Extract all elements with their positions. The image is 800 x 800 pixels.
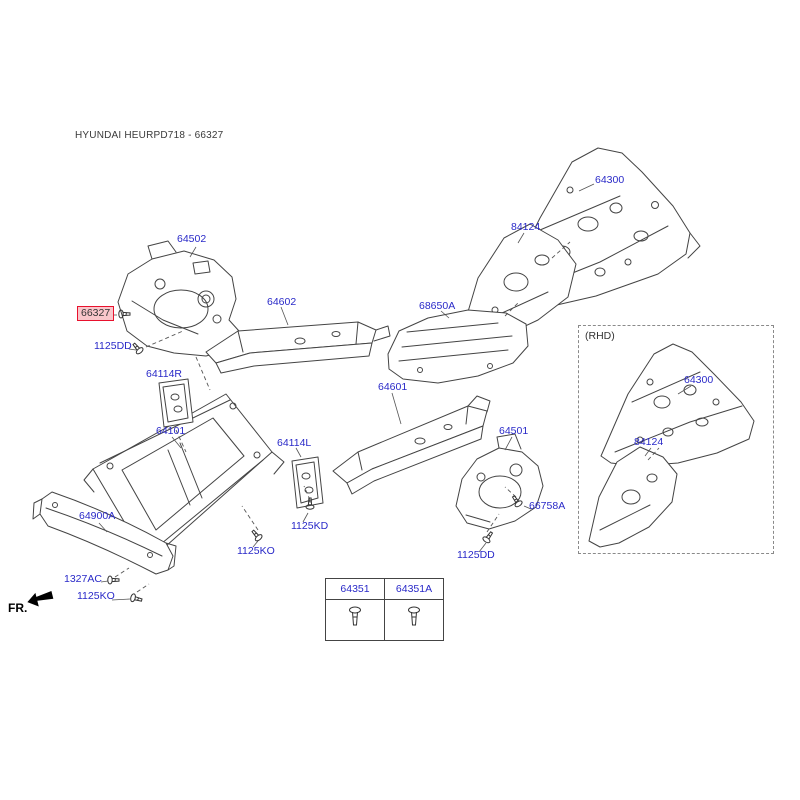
bolt-icon (130, 340, 145, 356)
part-label-64300-rhd[interactable]: 64300 (684, 374, 714, 386)
part-drawing-64300-rhd (600, 343, 755, 467)
part-drawing-64114L (291, 456, 324, 509)
part-label-84124-rhd[interactable]: 84124 (634, 436, 664, 448)
part-drawing-64501 (455, 433, 544, 530)
fastener-cell-64351 (325, 599, 385, 641)
part-drawing-84124-rhd (588, 446, 678, 548)
part-drawing-64602 (205, 321, 391, 374)
bolt-icon (249, 527, 264, 543)
part-label-1125KD[interactable]: 1125KD (291, 520, 329, 532)
label-leader-lines (98, 183, 692, 601)
fastener-table: 64351 64351A (325, 578, 444, 641)
part-label-84124[interactable]: 84124 (511, 221, 541, 233)
part-label-64900A[interactable]: 64900A (79, 510, 116, 522)
fr-label: FR. (8, 601, 28, 615)
fr-direction-indicator: FR. (8, 589, 68, 617)
part-drawing-64601 (332, 395, 491, 495)
bolt-icon (107, 575, 120, 585)
part-drawing-64502 (117, 240, 240, 357)
part-label-64101[interactable]: 64101 (156, 425, 186, 437)
part-label-64601[interactable]: 64601 (378, 381, 408, 393)
part-label-64502[interactable]: 64502 (177, 233, 207, 245)
part-drawing-64900A (32, 491, 177, 575)
rhd-label: (RHD) (585, 330, 615, 342)
fastener-col-header-64351A[interactable]: 64351A (384, 578, 444, 600)
fr-arrow-icon (27, 591, 54, 607)
part-label-1125KO-mid[interactable]: 1125KO (237, 545, 275, 557)
part-label-64300[interactable]: 64300 (595, 174, 625, 186)
bolt-icon (408, 606, 420, 625)
page-title: HYUNDAI HEURPD718 - 66327 (75, 130, 224, 141)
part-drawing-84124 (461, 223, 577, 341)
part-label-66327-highlighted[interactable]: 66327 (77, 306, 115, 321)
part-label-64114L[interactable]: 64114L (277, 437, 312, 449)
part-label-68650A[interactable]: 68650A (419, 300, 456, 312)
bolt-icon (129, 592, 144, 605)
part-label-64114R[interactable]: 64114R (146, 368, 183, 380)
part-drawing-68650A (387, 309, 529, 384)
part-label-66758A[interactable]: 66758A (529, 500, 566, 512)
part-label-1125KO-bottom[interactable]: 1125KO (77, 590, 115, 602)
part-label-64501[interactable]: 64501 (499, 425, 529, 437)
part-label-1125DD-upper[interactable]: 1125DD (94, 340, 132, 352)
bolt-icon (349, 606, 361, 625)
part-label-1125DD-lower[interactable]: 1125DD (457, 549, 495, 561)
part-drawing-64114R (158, 378, 194, 428)
part-label-64602[interactable]: 64602 (267, 296, 297, 308)
part-label-1327AC[interactable]: 1327AC (64, 573, 102, 585)
fastener-cell-64351A (384, 599, 444, 641)
rhd-section-box: (RHD) (578, 325, 774, 554)
fastener-col-header-64351[interactable]: 64351 (325, 578, 385, 600)
bolt-icon (481, 529, 496, 545)
